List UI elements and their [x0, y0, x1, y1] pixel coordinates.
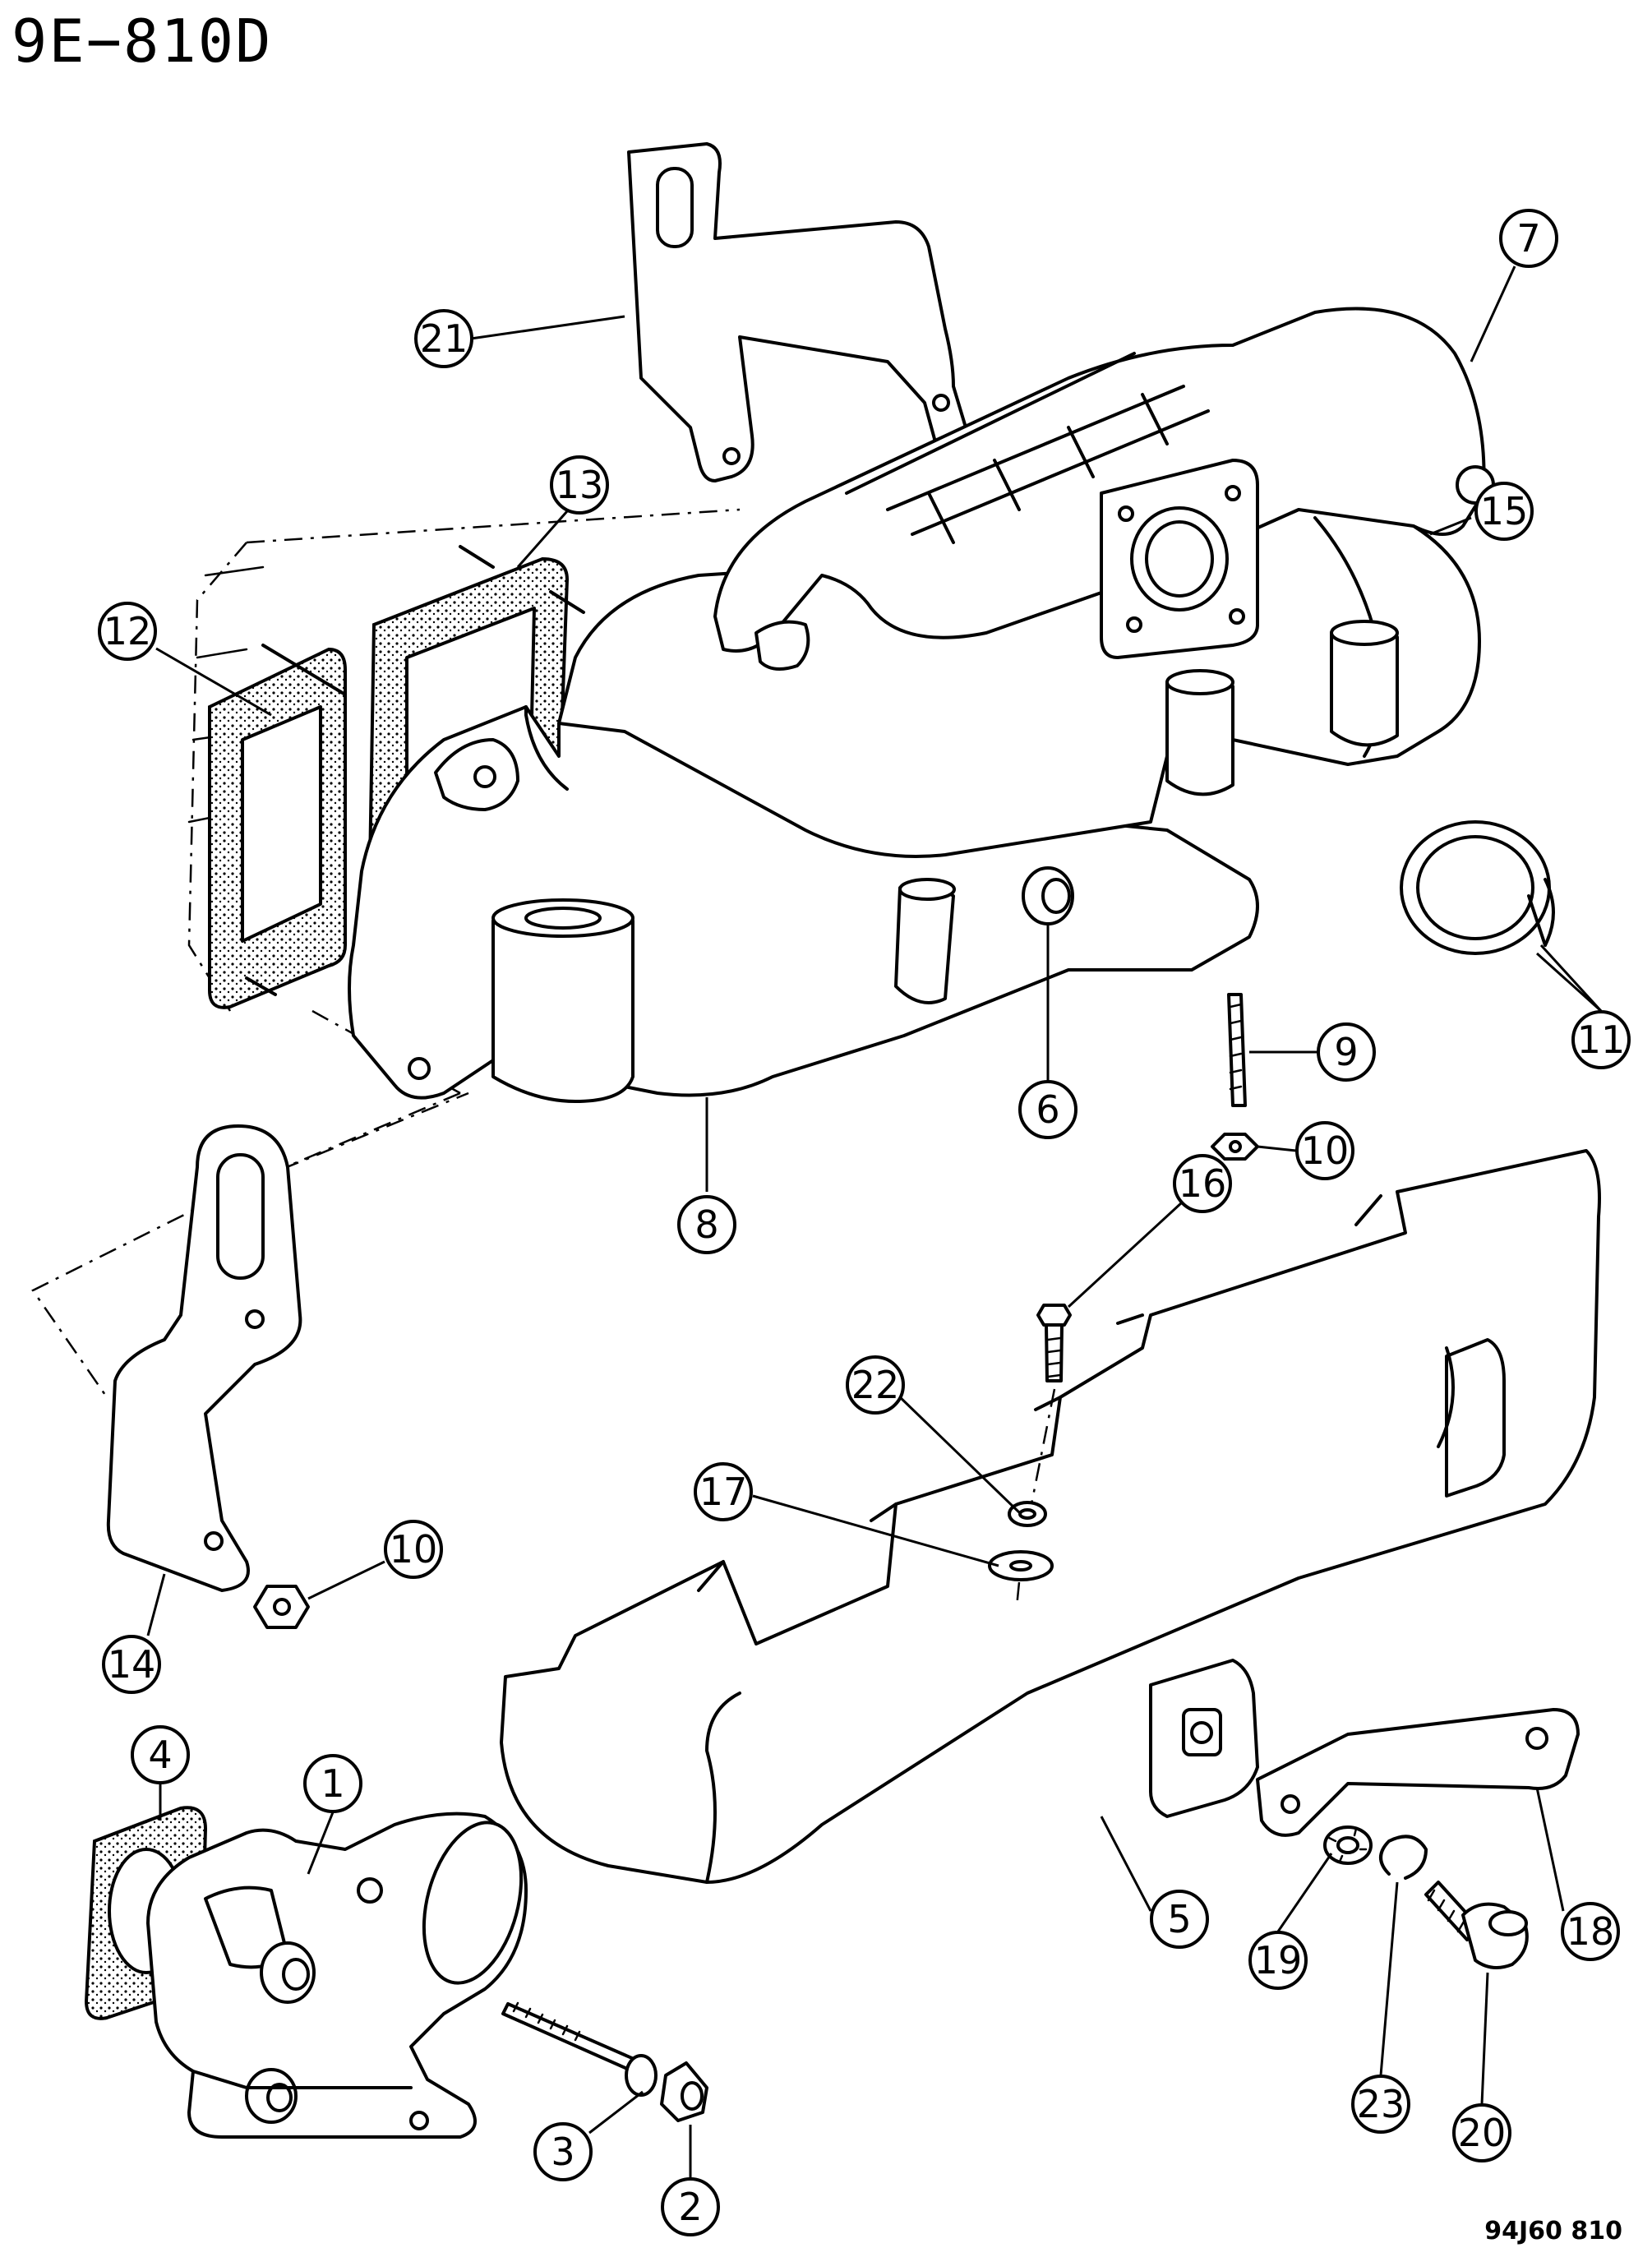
- svg-text:2: 2: [678, 2185, 702, 2229]
- svg-text:5: 5: [1167, 1897, 1191, 1941]
- stud-nut: [1211, 1133, 1259, 1161]
- callout-5: 5: [1150, 1890, 1209, 1949]
- svg-text:1: 1: [321, 1761, 344, 1806]
- lock-washer: [1008, 1501, 1047, 1527]
- intake-gasket: [208, 644, 347, 1009]
- callout-9: 9: [1317, 1022, 1376, 1082]
- callout-6: 6: [1018, 1080, 1077, 1139]
- callout-16: 16: [1173, 1154, 1232, 1213]
- callout-22: 22: [846, 1355, 905, 1415]
- svg-text:4: 4: [148, 1733, 172, 1777]
- svg-text:9: 9: [1334, 1030, 1358, 1074]
- split-washer: [1379, 1835, 1428, 1880]
- lower-bracket: [106, 1124, 302, 1592]
- callout-11: 11: [1571, 1010, 1631, 1069]
- callout-19: 19: [1248, 1931, 1308, 1990]
- flat-washer: [988, 1550, 1054, 1608]
- callout-20: 20: [1452, 2103, 1511, 2162]
- star-washer: [1323, 1825, 1373, 1865]
- svg-text:22: 22: [851, 1363, 900, 1407]
- stud: [1227, 993, 1247, 1107]
- svg-text:18: 18: [1567, 1909, 1615, 1954]
- bolt-spacer: [660, 2061, 708, 2122]
- svg-text:21: 21: [420, 316, 468, 361]
- intake-manifold: [348, 705, 1259, 1103]
- svg-text:23: 23: [1357, 2082, 1405, 2126]
- svg-text:19: 19: [1254, 1938, 1303, 1982]
- svg-text:13: 13: [556, 463, 604, 507]
- svg-text:3: 3: [551, 2130, 575, 2174]
- svg-text:10: 10: [1301, 1128, 1350, 1173]
- callout-leaders: [146, 265, 1603, 2178]
- heat-shield: [500, 1149, 1601, 1884]
- svg-text:17: 17: [699, 1470, 748, 1514]
- bolt: [1030, 1304, 1072, 1505]
- bracket-nut: [253, 1585, 310, 1629]
- callout-18: 18: [1561, 1902, 1620, 1961]
- callout-21: 21: [414, 309, 473, 368]
- svg-text:10: 10: [390, 1527, 438, 1572]
- mounting-bolt: [1424, 1881, 1529, 1969]
- svg-text:7: 7: [1516, 216, 1540, 261]
- callouts: 1 2 3 4 5 6 7 8 9 10 10 11 12 13 14 15 1…: [98, 209, 1631, 2236]
- manifold-nut: [1022, 866, 1074, 925]
- svg-text:16: 16: [1179, 1161, 1227, 1206]
- callout-15: 15: [1474, 482, 1534, 541]
- callout-10-stud-nut: 10: [1295, 1121, 1354, 1180]
- callout-17: 17: [694, 1462, 753, 1521]
- callout-10-bracket-nut: 10: [384, 1520, 443, 1579]
- figure-reference: 94J60 810: [1484, 2217, 1622, 2245]
- svg-text:6: 6: [1036, 1087, 1059, 1132]
- svg-text:12: 12: [104, 609, 152, 653]
- diagram-code: 9E−810D: [12, 7, 273, 76]
- hose-clamps: [1400, 820, 1555, 955]
- svg-text:8: 8: [694, 1202, 718, 1247]
- svg-text:14: 14: [108, 1642, 156, 1687]
- svg-text:11: 11: [1577, 1018, 1626, 1062]
- svg-text:15: 15: [1480, 489, 1529, 533]
- callout-3: 3: [533, 2122, 593, 2181]
- callout-13: 13: [550, 455, 609, 515]
- callout-12: 12: [98, 602, 157, 661]
- callout-7: 7: [1499, 209, 1558, 268]
- callout-23: 23: [1351, 2075, 1410, 2134]
- long-bolt: [501, 2001, 658, 2097]
- shield-bracket: [1256, 1708, 1580, 1837]
- callout-2: 2: [661, 2177, 720, 2236]
- callout-8: 8: [677, 1195, 736, 1254]
- callout-14: 14: [102, 1635, 161, 1694]
- callout-1: 1: [303, 1754, 362, 1813]
- svg-text:20: 20: [1458, 2111, 1507, 2155]
- upper-bracket: [627, 142, 967, 482]
- callout-4: 4: [131, 1725, 190, 1784]
- thermostat-housing: [146, 1812, 528, 2139]
